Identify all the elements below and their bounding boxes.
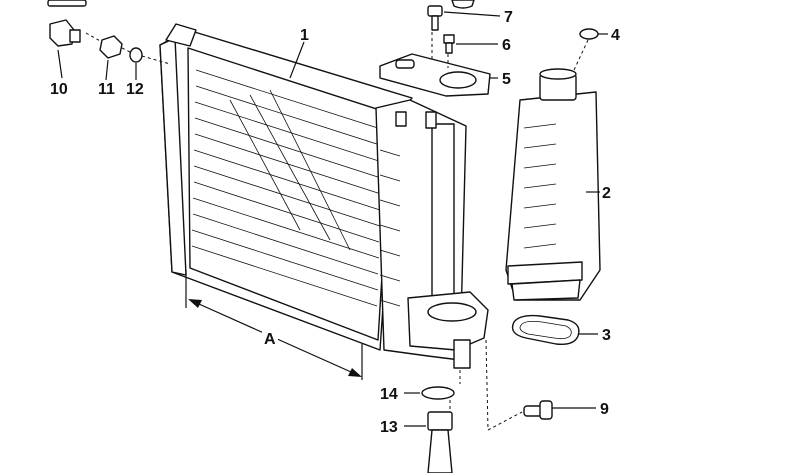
hose-connector-13 [427, 411, 453, 473]
label-13: 13 [380, 419, 398, 436]
label-2: 2 [602, 185, 611, 202]
side-tank [375, 99, 489, 369]
dimension-a [185, 270, 363, 380]
label-5: 5 [502, 71, 511, 88]
nut-11 [99, 35, 123, 59]
cap-top [451, 0, 475, 9]
o-ring-14 [421, 386, 455, 400]
label-12: 12 [126, 81, 144, 98]
label-7: 7 [504, 9, 513, 26]
label-6: 6 [502, 37, 511, 54]
bolt-7 [427, 5, 443, 31]
o-ring-4 [579, 28, 599, 40]
label-dimension-a: A [264, 331, 276, 348]
label-10: 10 [50, 81, 68, 98]
washer-12 [129, 47, 143, 63]
drain-plug-9 [523, 400, 553, 420]
screw-6 [443, 34, 455, 54]
label-4: 4 [611, 27, 620, 44]
part-labels: 1 2 3 4 5 6 7 9 10 11 12 13 14 A [50, 9, 620, 436]
label-9: 9 [600, 401, 609, 418]
label-14: 14 [380, 386, 398, 403]
expansion-tank [505, 68, 601, 301]
label-3: 3 [602, 327, 611, 344]
label-11: 11 [98, 81, 115, 98]
radiator-core [159, 23, 413, 351]
sensor-10 [47, 0, 87, 47]
leader-lines [57, 11, 608, 431]
bracket-plate-5 [379, 53, 491, 97]
label-1: 1 [300, 27, 309, 44]
gasket-3 [511, 314, 580, 346]
gasket-3-inner [519, 320, 572, 340]
